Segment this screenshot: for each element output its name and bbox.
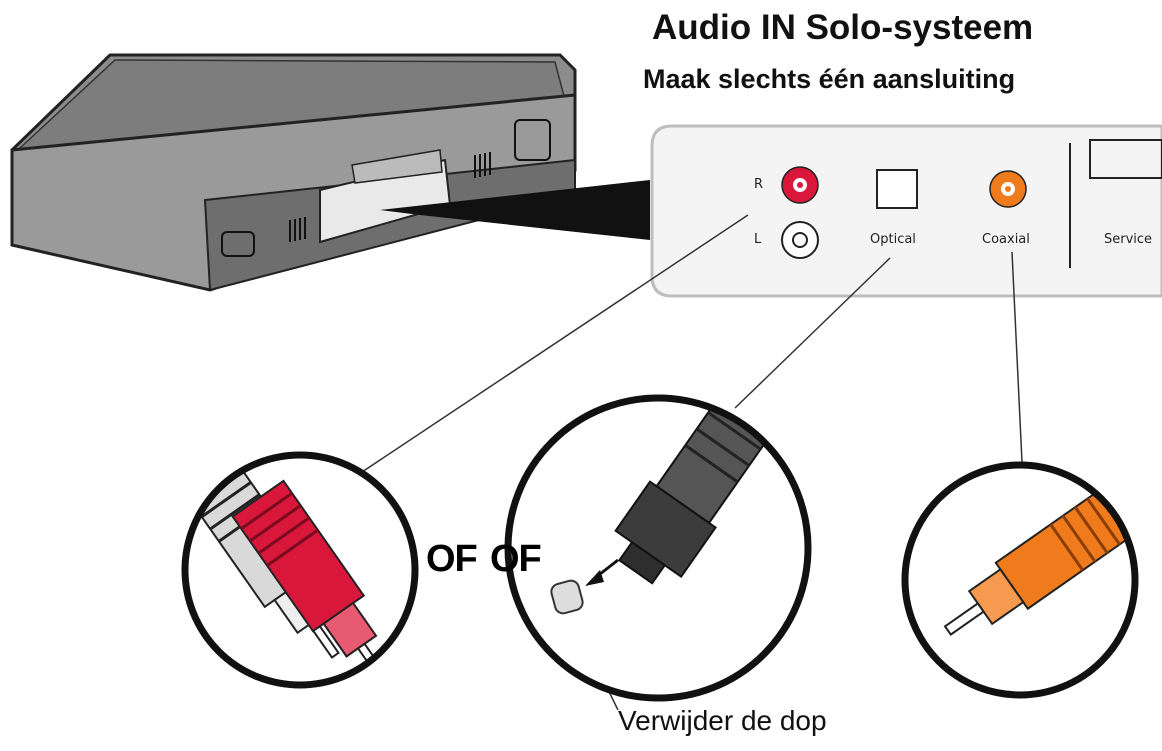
cap-caption: Verwijder de dop bbox=[618, 705, 827, 736]
coaxial-jack bbox=[989, 170, 1027, 208]
optical-label: Optical bbox=[870, 232, 916, 247]
rear-panel bbox=[650, 124, 1162, 298]
zoom-beam bbox=[380, 180, 650, 240]
page-subtitle: Maak slechts één aansluiting bbox=[643, 64, 1016, 94]
optical-cable-closeup bbox=[504, 394, 812, 702]
solo-device bbox=[10, 53, 577, 292]
rca-l-jack bbox=[781, 221, 819, 259]
port-l-label: L bbox=[754, 232, 762, 247]
service-label: Service bbox=[1104, 232, 1153, 247]
separator-or-2: OF bbox=[490, 538, 542, 580]
separator-or-1: OF bbox=[426, 538, 478, 580]
optical-jack bbox=[876, 169, 918, 209]
arrow-icon bbox=[585, 570, 604, 586]
dust-cap bbox=[550, 579, 584, 615]
port-r-label: R bbox=[754, 177, 764, 192]
page-title: Audio IN Solo-systeem bbox=[652, 8, 1034, 47]
rca-r-jack bbox=[781, 166, 819, 204]
coaxial-cable-closeup bbox=[901, 461, 1139, 699]
coaxial-label: Coaxial bbox=[982, 232, 1030, 247]
rca-cable-closeup bbox=[181, 451, 419, 689]
